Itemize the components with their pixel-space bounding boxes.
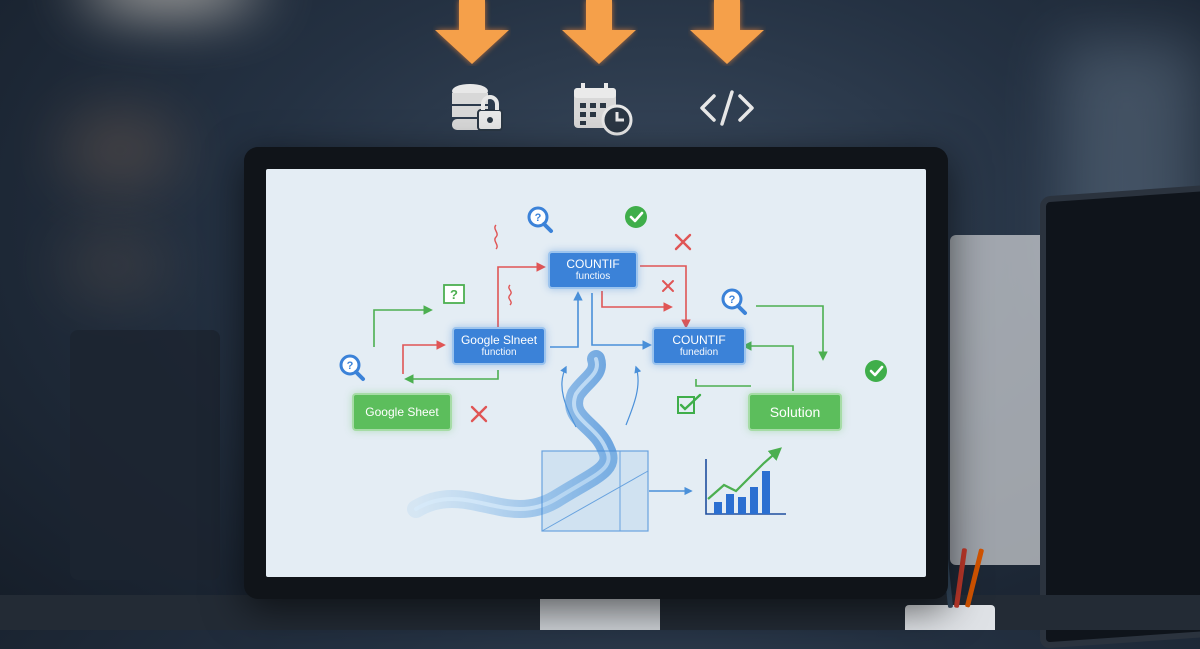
google-sheet-function-node[interactable]: Google Slneet function <box>452 327 546 365</box>
flowchart-connectors: ? ? ? <box>339 206 887 532</box>
calendar-clock-icon <box>574 83 633 136</box>
countif-functions-node[interactable]: COUNTIF functios <box>548 251 638 289</box>
error-x-icon <box>674 233 692 251</box>
check-circle-icon <box>625 206 647 228</box>
solution-node[interactable]: Solution <box>748 393 842 431</box>
node-title: COUNTIF <box>566 257 620 271</box>
database-lock-icon <box>452 84 503 131</box>
code-icon <box>700 90 754 126</box>
error-x-icon <box>470 405 488 423</box>
node-subtitle: functios <box>575 271 611 282</box>
background-shelf <box>60 230 170 300</box>
node-title: COUNTIF <box>672 333 726 347</box>
search-icon: ? <box>721 288 747 315</box>
down-arrow-icon <box>690 0 764 64</box>
google-sheet-node[interactable]: Google Sheet <box>352 393 452 431</box>
background-left-monitor <box>70 330 220 580</box>
down-arrow-icon <box>562 0 636 64</box>
node-title: Google Sheet <box>365 405 439 419</box>
main-monitor: ? ? ? <box>244 147 948 599</box>
ceiling-lamp-glow <box>80 0 260 10</box>
check-circle-icon <box>865 360 887 382</box>
down-arrow-icon <box>435 0 509 64</box>
node-title: Google Slneet <box>460 333 538 347</box>
node-subtitle: funedion <box>679 347 719 358</box>
node-title: Solution <box>769 404 821 420</box>
background-shelf <box>60 110 180 190</box>
pencil-cup <box>905 605 995 630</box>
question-box-icon: ? <box>443 284 465 304</box>
monitor-stand <box>540 598 660 630</box>
search-icon: ? <box>339 354 365 381</box>
error-x-icon <box>662 280 674 292</box>
growth-chart <box>705 447 786 515</box>
countif-function-node[interactable]: COUNTIF funedion <box>652 327 746 365</box>
svg-text:?: ? <box>729 294 736 306</box>
search-icon: ? <box>527 206 553 233</box>
svg-text:?: ? <box>535 212 542 224</box>
background-right-monitor <box>1040 183 1200 649</box>
checkbox-icon <box>677 393 702 414</box>
node-subtitle: function <box>481 347 517 358</box>
flowchart-screen: ? ? ? <box>266 169 926 577</box>
translucent-cube <box>541 450 649 532</box>
svg-text:?: ? <box>450 287 458 302</box>
svg-text:?: ? <box>347 360 354 372</box>
